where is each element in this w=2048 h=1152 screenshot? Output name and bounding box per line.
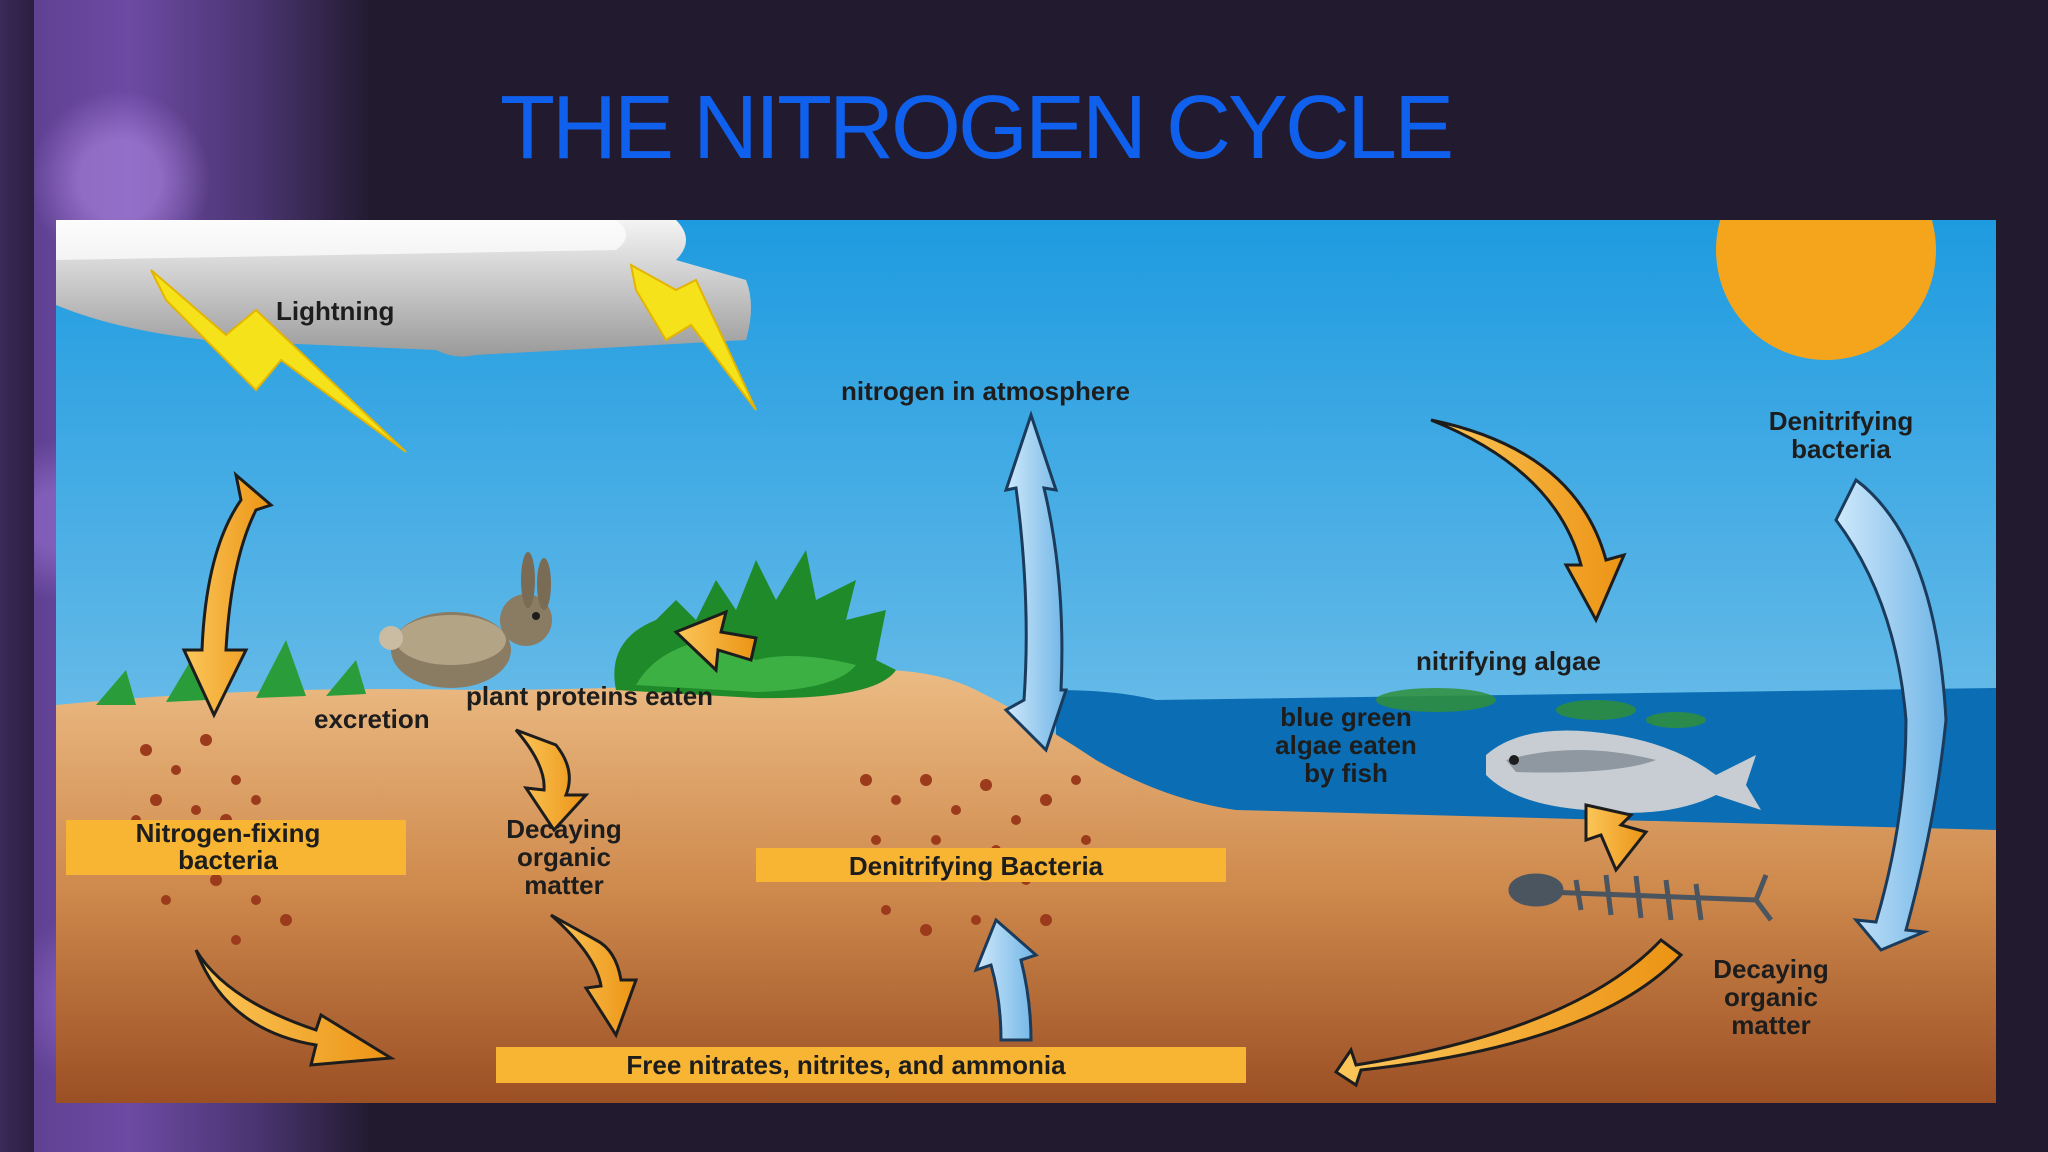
label-nitrogen-atmosphere: nitrogen in atmosphere <box>841 376 1130 406</box>
label-denitrifying-bacteria-top-1: Denitrifying <box>1769 406 1913 436</box>
slide-title: THE NITROGEN CYCLE <box>500 78 1600 178</box>
label-nitrifying-algae: nitrifying algae <box>1416 646 1601 676</box>
label-free-nitrates: Free nitrates, nitrites, and ammonia <box>626 1050 1066 1080</box>
label-nitrogen-fixing-1: Nitrogen-fixing <box>136 818 321 848</box>
label-decaying-left-1: Decaying <box>506 814 622 844</box>
label-plant-proteins-eaten: plant proteins eaten <box>466 681 713 711</box>
label-decaying-left-2: organic <box>517 842 611 872</box>
label-decaying-right-3: matter <box>1731 1010 1810 1040</box>
nitrogen-cycle-diagram: Lightning nitrogen in atmosphere Denitri… <box>56 220 1996 1103</box>
label-blue-green-3: by fish <box>1304 758 1388 788</box>
border-stripe <box>0 0 34 1152</box>
label-decaying-left-3: matter <box>524 870 603 900</box>
label-decaying-right-2: organic <box>1724 982 1818 1012</box>
label-blue-green-2: algae eaten <box>1275 730 1417 760</box>
label-blue-green-1: blue green <box>1280 702 1411 732</box>
label-denitrifying-bacteria-top-2: bacteria <box>1791 434 1891 464</box>
label-excretion: excretion <box>314 704 430 734</box>
label-lightning: Lightning <box>276 296 394 326</box>
label-nitrogen-fixing-2: bacteria <box>178 845 278 875</box>
label-denitrifying-bacteria: Denitrifying Bacteria <box>849 851 1104 881</box>
label-decaying-right-1: Decaying <box>1713 954 1829 984</box>
